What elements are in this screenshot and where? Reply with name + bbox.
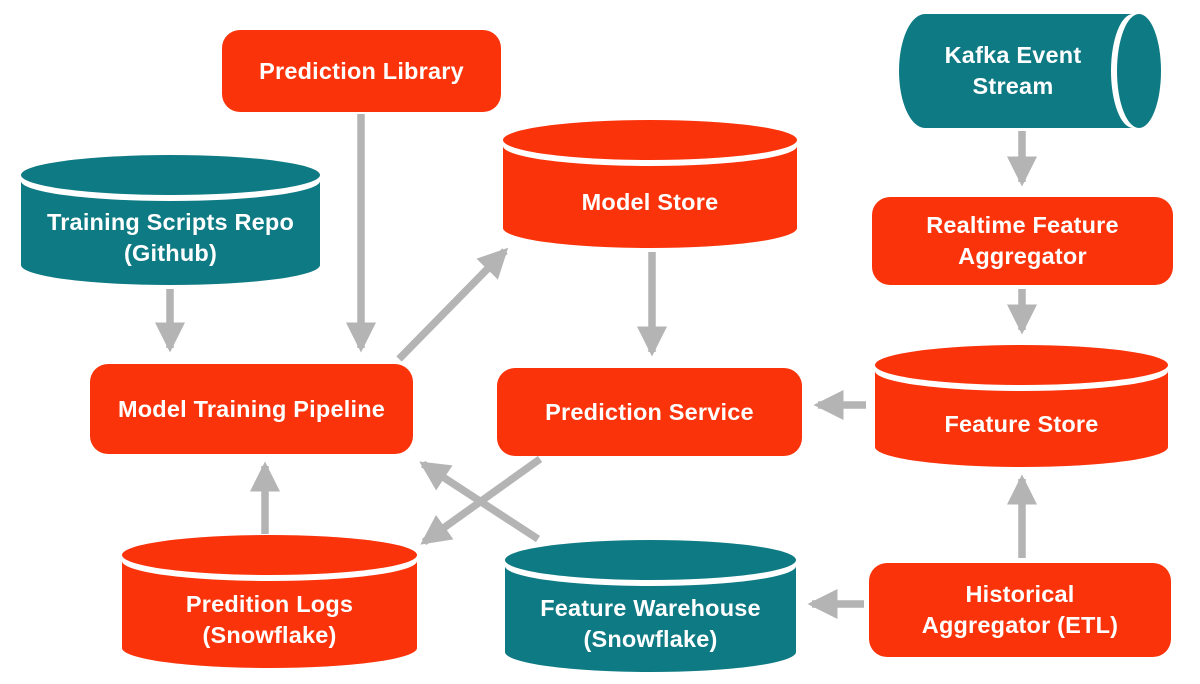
node-prediction-service: Prediction Service (497, 368, 802, 456)
node-model-store: Model Store (503, 120, 797, 248)
node-feature-store-label: Feature Store (944, 410, 1099, 437)
node-feature-warehouse-label: Feature Warehouse (Snowflake) (540, 595, 761, 652)
node-model-store-label: Model Store (581, 188, 719, 215)
node-training-scripts-repo-label: Training Scripts Repo (Github) (46, 209, 295, 266)
cylinder-shape (875, 345, 1168, 467)
node-prediction-library: Prediction Library (222, 30, 501, 112)
cylinder-shape (503, 120, 797, 248)
node-prediction-service-label: Prediction Service (545, 398, 754, 425)
node-prediction-library-label: Prediction Library (259, 57, 464, 84)
cylinder-shape (505, 540, 796, 672)
node-model-training-pipeline: Model Training Pipeline (90, 364, 413, 454)
edge-model-training-pipeline-model-store (396, 247, 509, 362)
node-model-training-pipeline-label: Model Training Pipeline (117, 395, 386, 422)
cylinder-shape (122, 535, 417, 668)
horizontal-cylinder-shape (899, 14, 1161, 128)
node-feature-warehouse: Feature Warehouse (Snowflake) (505, 540, 796, 672)
node-realtime-feature-aggregator-label: Realtime Feature Aggregator (926, 212, 1119, 269)
node-historical-aggregator-label: Historical Aggregator (ETL) (921, 581, 1119, 638)
node-kafka-event-stream: Kafka Event Stream (899, 14, 1161, 128)
node-kafka-event-stream-label: Kafka Event Stream (944, 42, 1082, 99)
cylinder-shape (21, 155, 320, 285)
node-predition-logs: Predition Logs (Snowflake) (122, 535, 417, 668)
node-historical-aggregator: Historical Aggregator (ETL) (869, 563, 1171, 657)
node-predition-logs-label: Predition Logs (Snowflake) (185, 590, 354, 648)
node-training-scripts-repo: Training Scripts Repo (Github) (21, 155, 320, 285)
node-feature-store: Feature Store (875, 345, 1168, 467)
edge-feature-warehouse-model-training-pipeline (419, 460, 541, 543)
node-realtime-feature-aggregator: Realtime Feature Aggregator (872, 197, 1173, 285)
